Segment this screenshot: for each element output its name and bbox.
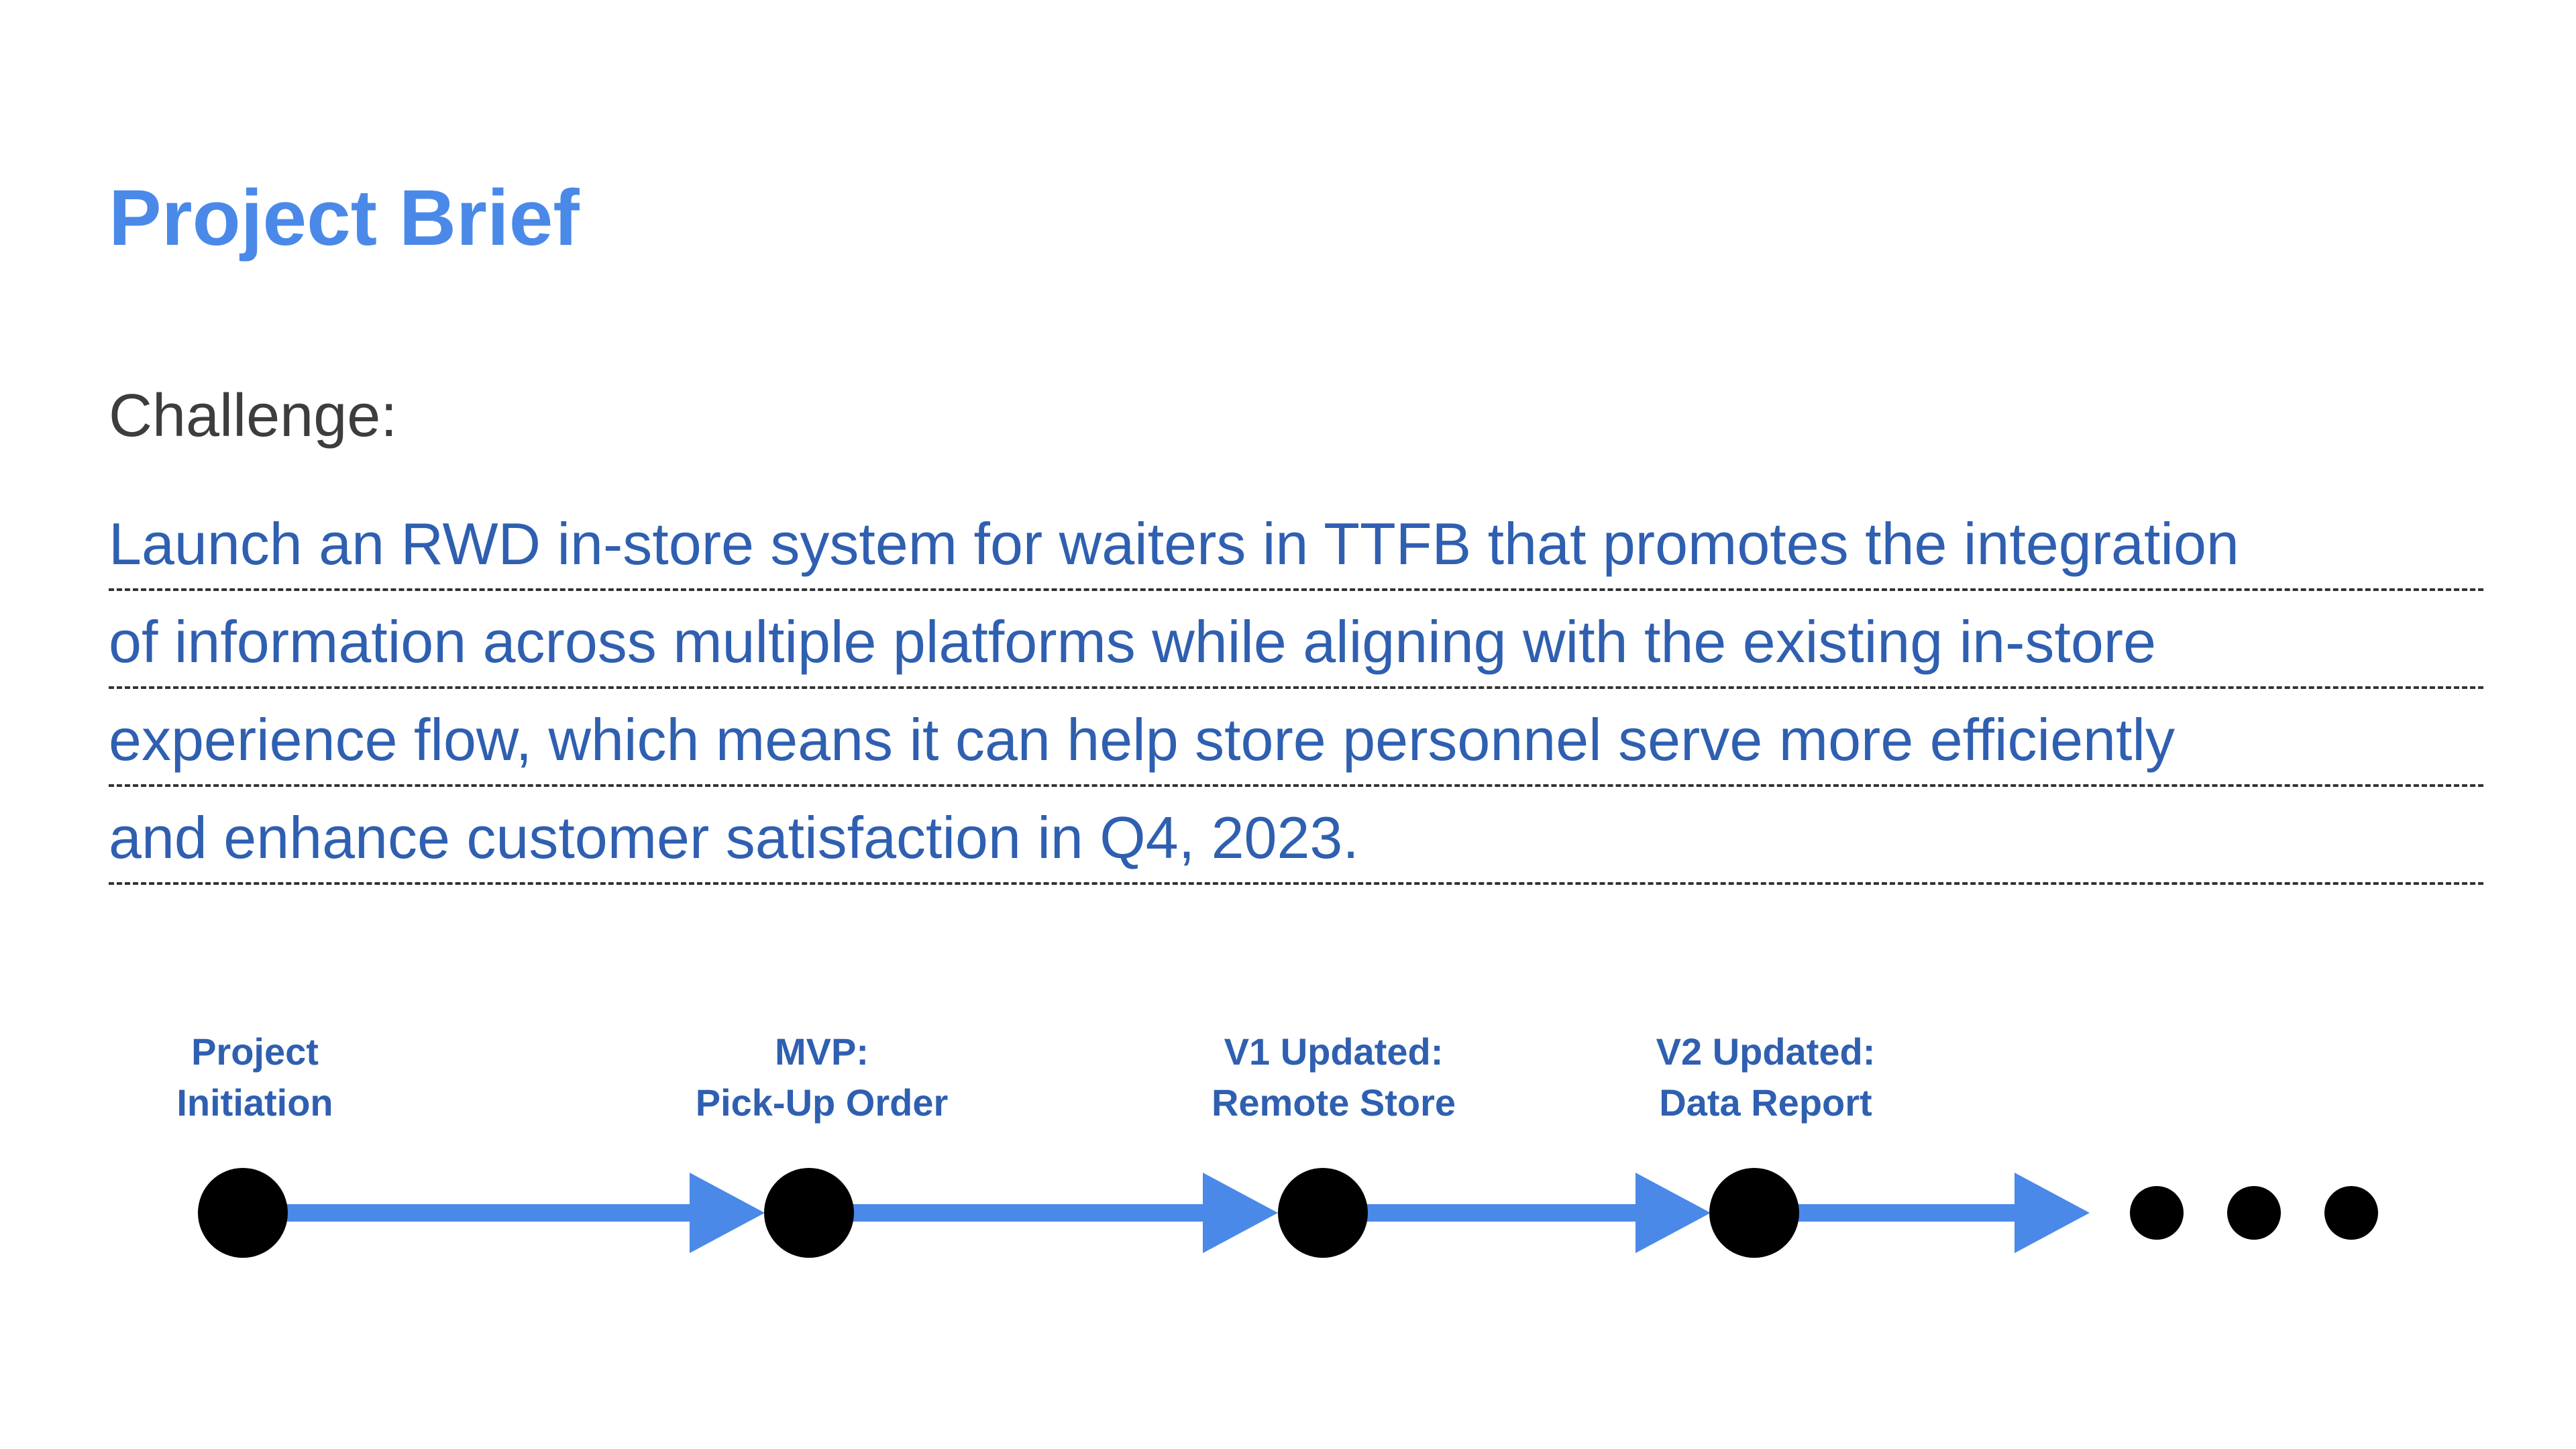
timeline-graphic	[198, 1168, 2378, 1258]
challenge-label: Challenge:	[109, 382, 398, 449]
timeline-arrowhead	[1635, 1173, 1711, 1253]
milestone-node	[764, 1168, 854, 1258]
timeline-arrowhead	[690, 1173, 765, 1253]
milestone-label-v2: V2 Updated: Data Report	[1656, 1030, 1876, 1124]
milestone-node	[1709, 1168, 1799, 1258]
challenge-line-text: of information across multiple platforms…	[109, 608, 2157, 675]
challenge-line-text: experience flow, which means it can help…	[109, 706, 2175, 773]
challenge-line: experience flow, which means it can help…	[109, 689, 2483, 787]
continuation-dot	[2227, 1186, 2281, 1240]
challenge-line-text: Launch an RWD in-store system for waiter…	[109, 511, 2239, 577]
timeline-arrowhead	[1203, 1173, 1278, 1253]
challenge-line: of information across multiple platforms…	[109, 591, 2483, 689]
continuation-dot	[2324, 1186, 2378, 1240]
project-timeline: Project Initiation MVP: Pick-Up Order V1…	[0, 1006, 2576, 1315]
page-title: Project Brief	[109, 174, 580, 262]
milestone-label-mvp: MVP: Pick-Up Order	[695, 1030, 949, 1124]
milestone-node	[1278, 1168, 1368, 1258]
challenge-line: Launch an RWD in-store system for waiter…	[109, 493, 2483, 591]
timeline-arrowhead	[2015, 1173, 2090, 1253]
milestone-label-v1: V1 Updated: Remote Store	[1211, 1030, 1456, 1124]
challenge-statement: Launch an RWD in-store system for waiter…	[109, 493, 2483, 885]
milestone-label-project-initiation: Project Initiation	[176, 1030, 333, 1124]
milestone-node	[198, 1168, 288, 1258]
continuation-dot	[2130, 1186, 2184, 1240]
challenge-line: and enhance customer satisfaction in Q4,…	[109, 787, 2483, 885]
challenge-line-text: and enhance customer satisfaction in Q4,…	[109, 804, 1359, 871]
